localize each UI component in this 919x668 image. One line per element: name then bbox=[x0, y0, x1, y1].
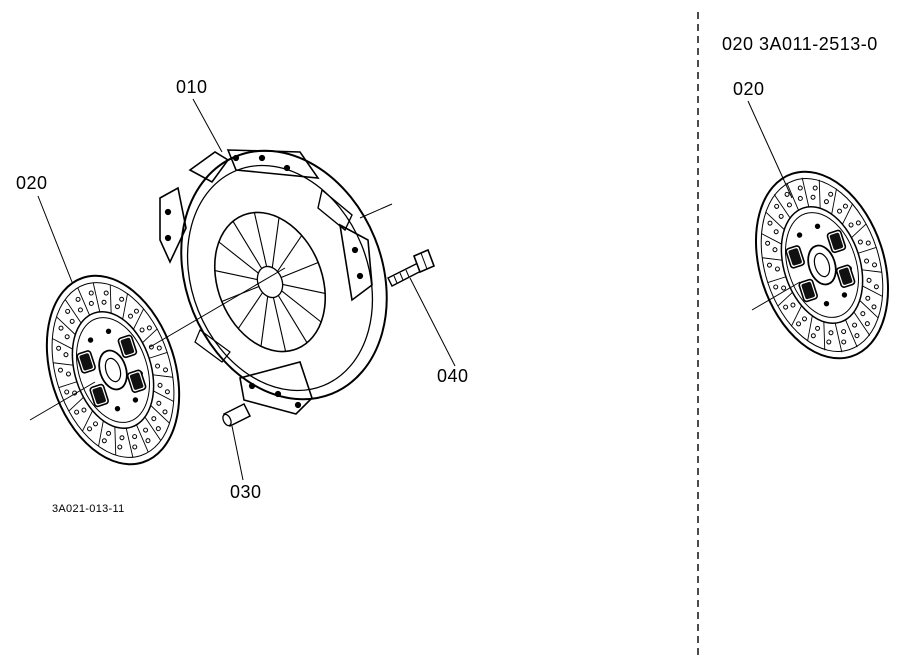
pressure-plate-assembly bbox=[159, 149, 388, 415]
disc-axis-line-right bbox=[751, 281, 801, 311]
figure-code: 3A021-013-11 bbox=[52, 503, 125, 515]
callout-020-left: 020 bbox=[16, 173, 48, 193]
callout-040: 040 bbox=[437, 366, 469, 386]
replacement-part-header: 020 3A011-2513-0 bbox=[722, 34, 878, 54]
callout-010: 010 bbox=[176, 77, 208, 97]
facing-segments bbox=[52, 282, 174, 458]
assembly-axis-line bbox=[149, 267, 286, 348]
diaphragm-spring-fingers bbox=[214, 212, 326, 352]
friction-rivets bbox=[56, 290, 170, 450]
clutch-disc-right bbox=[754, 170, 890, 360]
plate-axis-line bbox=[359, 203, 393, 219]
dowel-pin bbox=[222, 402, 252, 428]
leader-lines bbox=[37, 98, 793, 481]
callout-020-right: 020 bbox=[733, 79, 765, 99]
bolt bbox=[387, 248, 436, 287]
callout-030: 030 bbox=[230, 482, 262, 502]
facing-segments bbox=[761, 177, 883, 353]
disc-axis-line bbox=[29, 381, 96, 421]
friction-rivets bbox=[765, 185, 879, 345]
clutch-disc-left bbox=[45, 274, 181, 466]
